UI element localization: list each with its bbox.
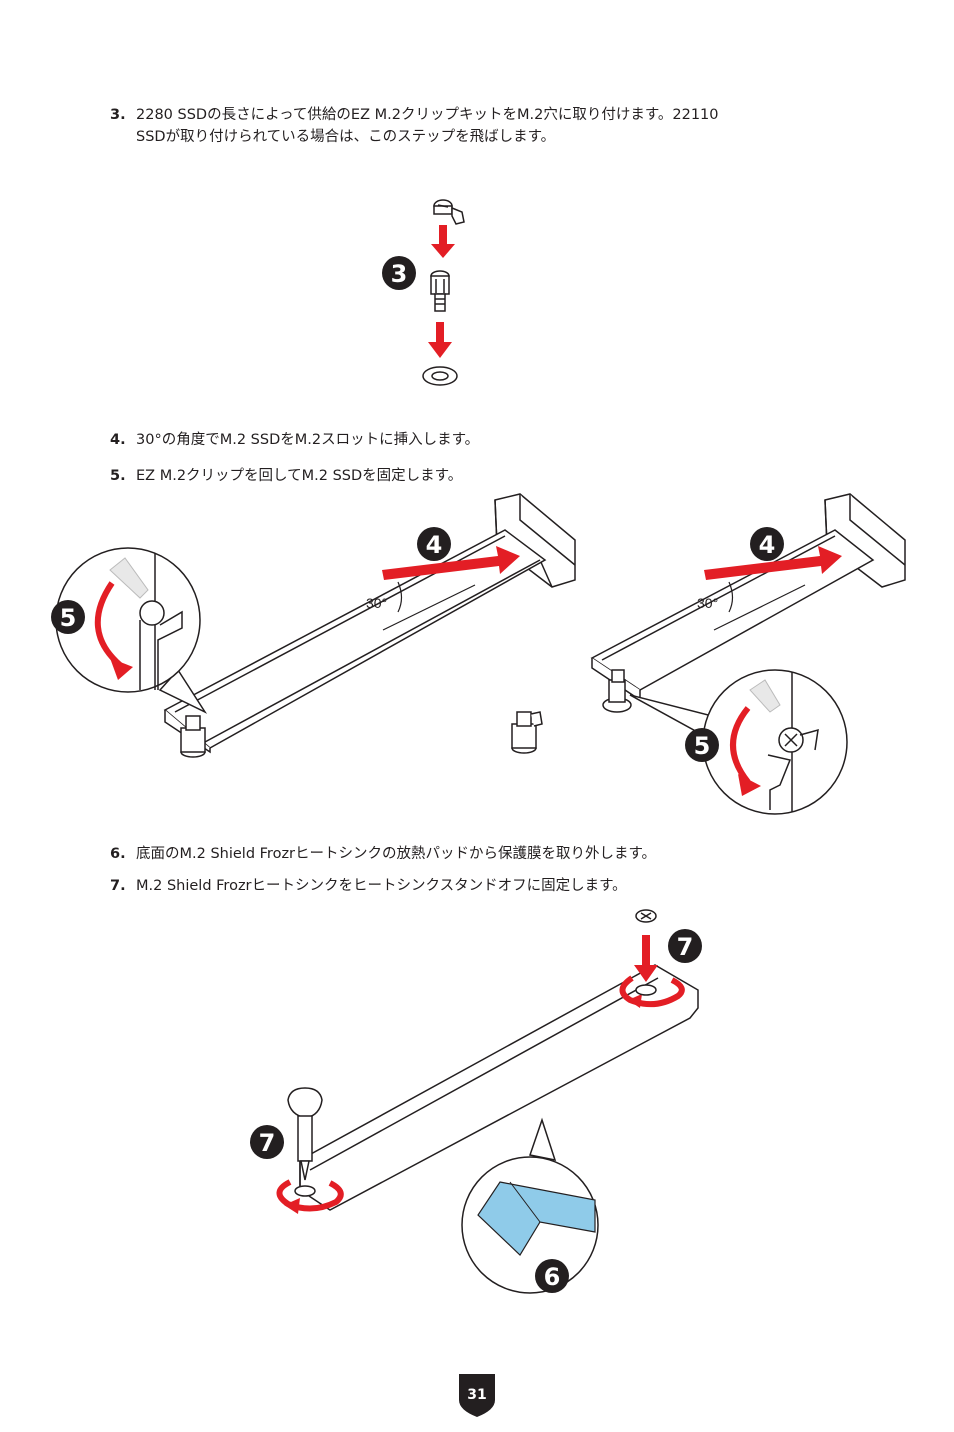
rotate-arrow-head [628,994,642,1008]
svg-text:4: 4 [759,531,776,559]
svg-text:7: 7 [259,1129,276,1157]
arrow-down-icon [431,225,455,258]
svg-text:7: 7 [677,933,694,961]
clip-kit-figure: 3 [382,199,465,386]
step-number: 6. [110,846,126,862]
rotate-arrow-head [284,1198,300,1214]
step-text: 30°の角度でM.2 SSDをM.2スロットに挿入します。 [136,432,480,448]
svg-text:4: 4 [426,531,443,559]
step-number: 5. [110,468,126,484]
angle-label: 30° [697,595,718,611]
svg-text:3: 3 [391,260,408,288]
zoom-callout [629,669,848,815]
page-number-badge: 31 [459,1374,495,1417]
badge-screw-left: 7 [250,1125,284,1159]
step-text: EZ M.2クリップを回してM.2 SSDを固定します。 [136,468,463,484]
ez-clip-icon [433,199,465,225]
badge-rotate-right: 5 [685,728,719,762]
step-5: 5. EZ M.2クリップを回してM.2 SSDを固定します。 [110,465,462,487]
screw-icon [635,909,657,923]
badge-screw-right: 7 [668,929,702,963]
angle-guide [713,584,806,631]
badge-insert-right: 4 [750,527,784,561]
step-6: 6. 底面のM.2 Shield Frozrヒートシンクの放熱パッドから保護膜を取… [110,843,656,865]
step-number: 7. [110,878,126,894]
standoff-icon [430,270,450,312]
screwdriver-icon [287,1087,323,1181]
angle-arc [728,581,734,613]
insert-arrow-icon [382,546,520,580]
angle-label: 30° [366,595,387,611]
step-number: 4. [110,432,126,448]
step-7: 7. M.2 Shield Frozrヒートシンクをヒートシンクスタンドオフに固定… [110,875,627,897]
standoff-icon [511,711,543,754]
zoom-callout [461,1117,599,1294]
arrow-down-icon [428,322,452,358]
angle-arc [397,581,403,613]
m2-slot-icon [824,493,906,588]
step-3: 3. 2280 SSDの長さによって供給のEZ M.2クリップキットをM.2穴に取… [110,104,830,148]
step-text: 底面のM.2 Shield Frozrヒートシンクの放熱パッドから保護膜を取り外… [136,846,657,862]
m2-hole-icon [422,366,458,386]
insert-arrow-icon [704,546,842,580]
heatsink-figure: 7 7 6 [250,909,702,1294]
page-number: 31 [467,1387,486,1403]
badge-insert-left: 4 [417,527,451,561]
standoff-icon [602,669,632,713]
zoom-callout [55,547,208,714]
step-number: 3. [110,107,126,123]
angle-guide [382,584,476,631]
step-badge: 3 [382,256,416,290]
step-text: M.2 Shield Frozrヒートシンクをヒートシンクスタンドオフに固定しま… [136,878,627,894]
standoff-icon [180,715,206,758]
badge-film: 6 [535,1259,569,1293]
arrow-down-icon [634,935,658,982]
step-4: 4. 30°の角度でM.2 SSDをM.2スロットに挿入します。 [110,429,479,451]
screw-hole [294,1185,316,1197]
screw-hole [635,984,657,996]
svg-text:6: 6 [544,1263,561,1291]
rotate-arrow-icon [276,1179,344,1212]
badge-rotate-left: 5 [51,600,85,634]
rotate-arrow-icon [619,975,685,1008]
svg-text:5: 5 [60,604,77,632]
step-text-continued: SSDが取り付けられている場合は、このステップを飛ばします。 [136,129,556,145]
svg-text:5: 5 [694,732,711,760]
step-text: 2280 SSDの長さによって供給のEZ M.2クリップキットをM.2穴に取り付… [136,107,719,123]
ssd-install-figure: 30° 4 5 30° [51,493,906,815]
